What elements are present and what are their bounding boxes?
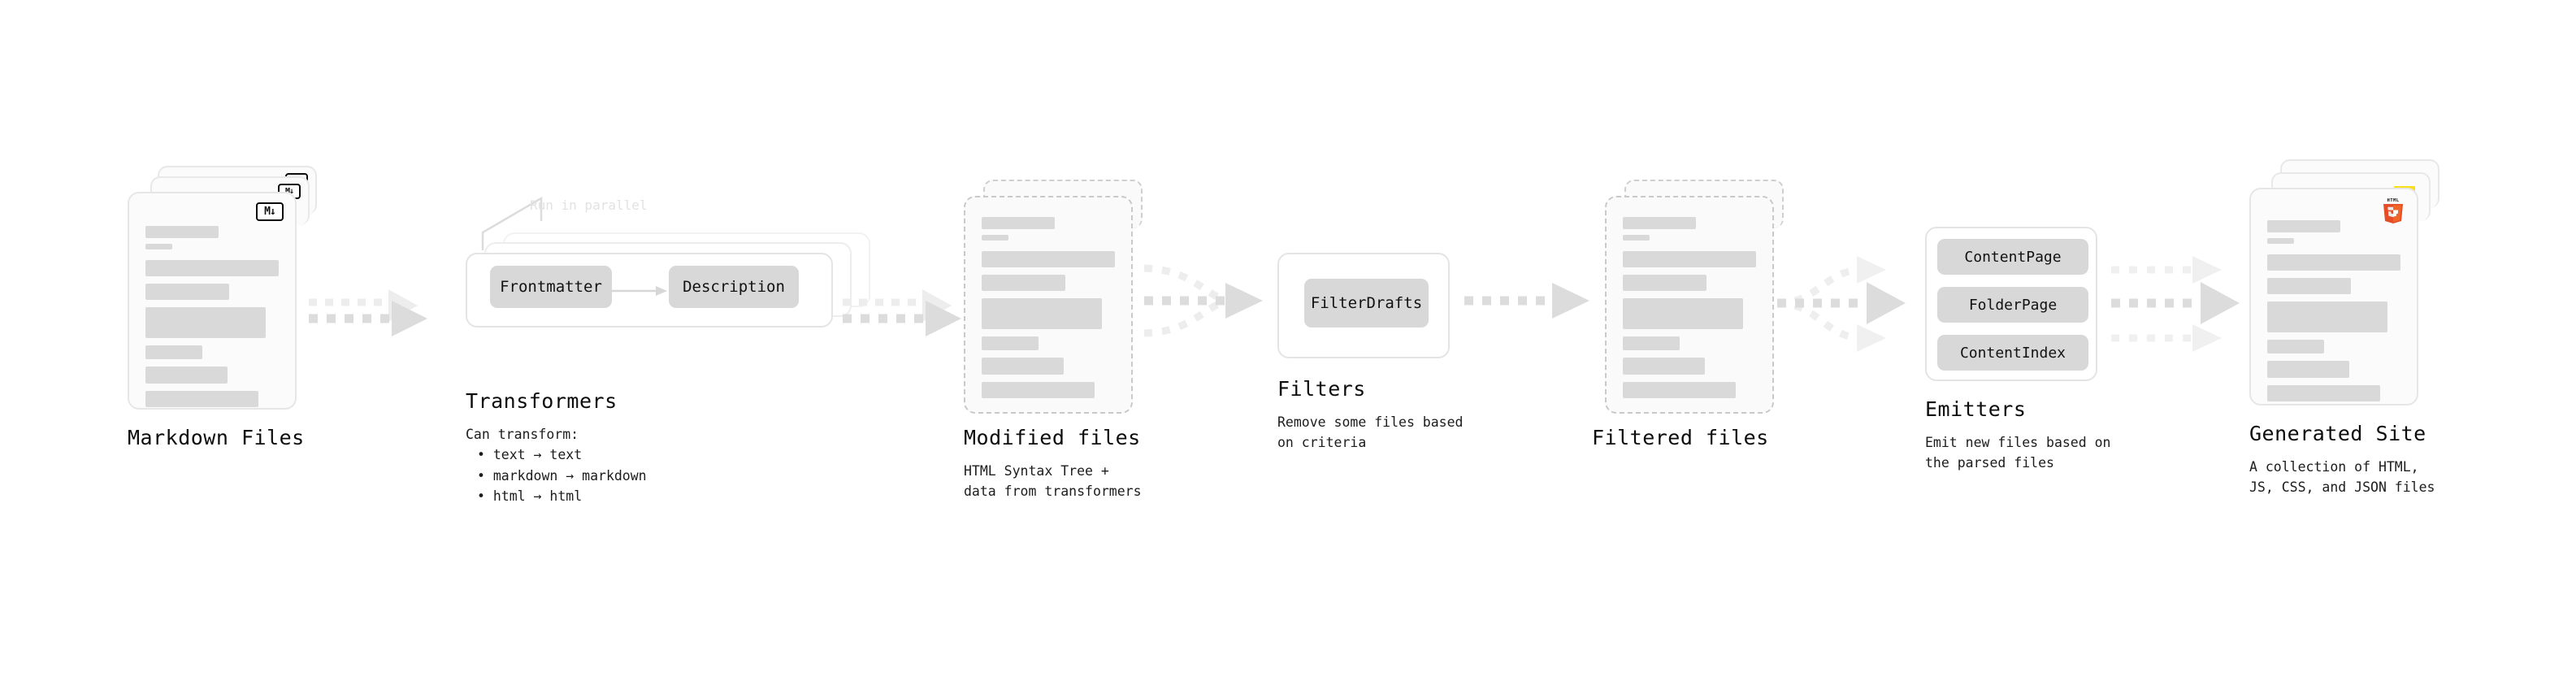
transformer-node-frontmatter[interactable]: Frontmatter — [490, 266, 612, 308]
markdown-icon: M↓ — [256, 202, 284, 221]
skeleton-bar — [982, 382, 1095, 398]
skeleton-bar — [145, 260, 280, 276]
caption-modified-files: Modified files HTML Syntax Tree + data f… — [964, 427, 1142, 502]
emitter-node-folderpage[interactable]: FolderPage — [1937, 287, 2088, 323]
caption-filters: Filters Remove some files based on crite… — [1277, 378, 1463, 453]
skeleton-bar — [2267, 254, 2401, 271]
subtitle-line: A collection of HTML, — [2249, 458, 2419, 475]
skeleton-bar — [145, 284, 229, 300]
stage-title: Markdown Files — [128, 426, 305, 449]
skeleton-bar — [145, 226, 219, 238]
run-in-parallel-label: Run in parallel — [530, 197, 648, 213]
subtitle-line: data from transformers — [964, 484, 1142, 500]
skeleton-bar — [145, 244, 173, 249]
skeleton-bar — [982, 275, 1065, 291]
skeleton-bar — [2267, 220, 2340, 232]
skeleton-bar — [1623, 382, 1737, 398]
stage-subtitle: Can transform: • text → text • markdown … — [466, 424, 647, 507]
subtitle-line: Can transform: — [466, 426, 579, 442]
skeleton-bar — [2267, 361, 2350, 378]
stage-subtitle: HTML Syntax Tree + data from transformer… — [964, 461, 1142, 502]
transformer-node-description[interactable]: Description — [669, 266, 799, 308]
subtitle-line: Emit new files based on — [1925, 434, 2111, 450]
stage-title: Modified files — [964, 426, 1141, 449]
filters-group-box: FilterDrafts — [1277, 253, 1450, 358]
bullet-item: • markdown → markdown — [477, 467, 647, 484]
svg-text:HTML: HTML — [2387, 198, 2399, 203]
caption-emitters: Emitters Emit new files based on the par… — [1925, 398, 2110, 474]
markdown-file-card: M↓ — [128, 192, 297, 410]
emitter-node-contentindex[interactable]: ContentIndex — [1937, 335, 2088, 371]
filter-node-filterdrafts[interactable]: FilterDrafts — [1304, 279, 1429, 327]
skeleton-bar — [982, 217, 1055, 229]
skeleton-bar — [145, 391, 259, 407]
skeleton-bar — [145, 307, 266, 338]
skeleton-bar — [982, 336, 1039, 350]
caption-generated-site: Generated Site A collection of HTML, JS,… — [2249, 423, 2435, 498]
transformer-inner-arrow — [612, 284, 670, 297]
bullet-item: • text → text — [477, 447, 583, 463]
caption-markdown-files: Markdown Files — [128, 427, 305, 449]
skeleton-bar — [145, 367, 228, 384]
emitter-node-contentpage[interactable]: ContentPage — [1937, 239, 2088, 275]
bullet-item: • html → html — [477, 488, 583, 505]
skeleton-bar — [145, 345, 202, 359]
stage-title: Generated Site — [2249, 422, 2426, 445]
skeleton-bar — [2267, 301, 2387, 332]
arrow-markdown-to-transformers — [307, 283, 429, 336]
subtitle-line: the parsed files — [1925, 455, 2054, 471]
skeleton-bar — [2267, 340, 2324, 354]
arrow-emitters-to-site — [2110, 244, 2252, 362]
arrow-transformers-to-modified — [841, 283, 963, 336]
parallel-bracket-icon — [481, 195, 579, 252]
stage-title: Filters — [1277, 377, 1366, 401]
skeleton-bar — [1623, 275, 1706, 291]
subtitle-line: on criteria — [1277, 435, 1367, 451]
stage-subtitle: Remove some files based on criteria — [1277, 412, 1463, 453]
skeleton-bar — [982, 298, 1102, 329]
stage-title: Emitters — [1925, 397, 2027, 421]
subtitle-line: HTML Syntax Tree + — [964, 462, 1109, 479]
stage-subtitle: A collection of HTML, JS, CSS, and JSON … — [2249, 457, 2435, 498]
stage-title: Filtered files — [1592, 426, 1769, 449]
skeleton-bar — [2267, 385, 2381, 401]
emitters-group-box: ContentPage FolderPage ContentIndex — [1925, 227, 2097, 381]
subtitle-line: Remove some files based — [1277, 414, 1464, 430]
stage-title: Transformers — [466, 389, 618, 413]
skeleton-bar — [1623, 298, 1743, 329]
skeleton-bar — [1623, 251, 1757, 267]
filtered-file-card — [1605, 196, 1774, 414]
skeleton-bar — [2267, 278, 2351, 294]
subtitle-line: JS, CSS, and JSON files — [2249, 479, 2435, 496]
site-file-card: HTML — [2249, 188, 2418, 406]
modified-file-card — [964, 196, 1133, 414]
arrow-filtered-to-emitters — [1776, 244, 1918, 362]
arrow-modified-to-filters — [1141, 258, 1271, 345]
skeleton-bar — [1623, 235, 1650, 241]
caption-transformers: Transformers Can transform: • text → tex… — [466, 390, 647, 507]
skeleton-bar — [982, 251, 1116, 267]
caption-filtered-files: Filtered files — [1592, 427, 1769, 449]
skeleton-bar — [1623, 358, 1706, 375]
html5-icon: HTML — [2381, 196, 2405, 223]
skeleton-bar — [1623, 336, 1680, 350]
stage-subtitle: Emit new files based on the parsed files — [1925, 432, 2110, 474]
skeleton-bar — [2267, 238, 2295, 244]
skeleton-bar — [982, 235, 1009, 241]
arrow-filters-to-filtered — [1463, 283, 1593, 319]
skeleton-bar — [1623, 217, 1696, 229]
skeleton-bar — [982, 358, 1065, 375]
